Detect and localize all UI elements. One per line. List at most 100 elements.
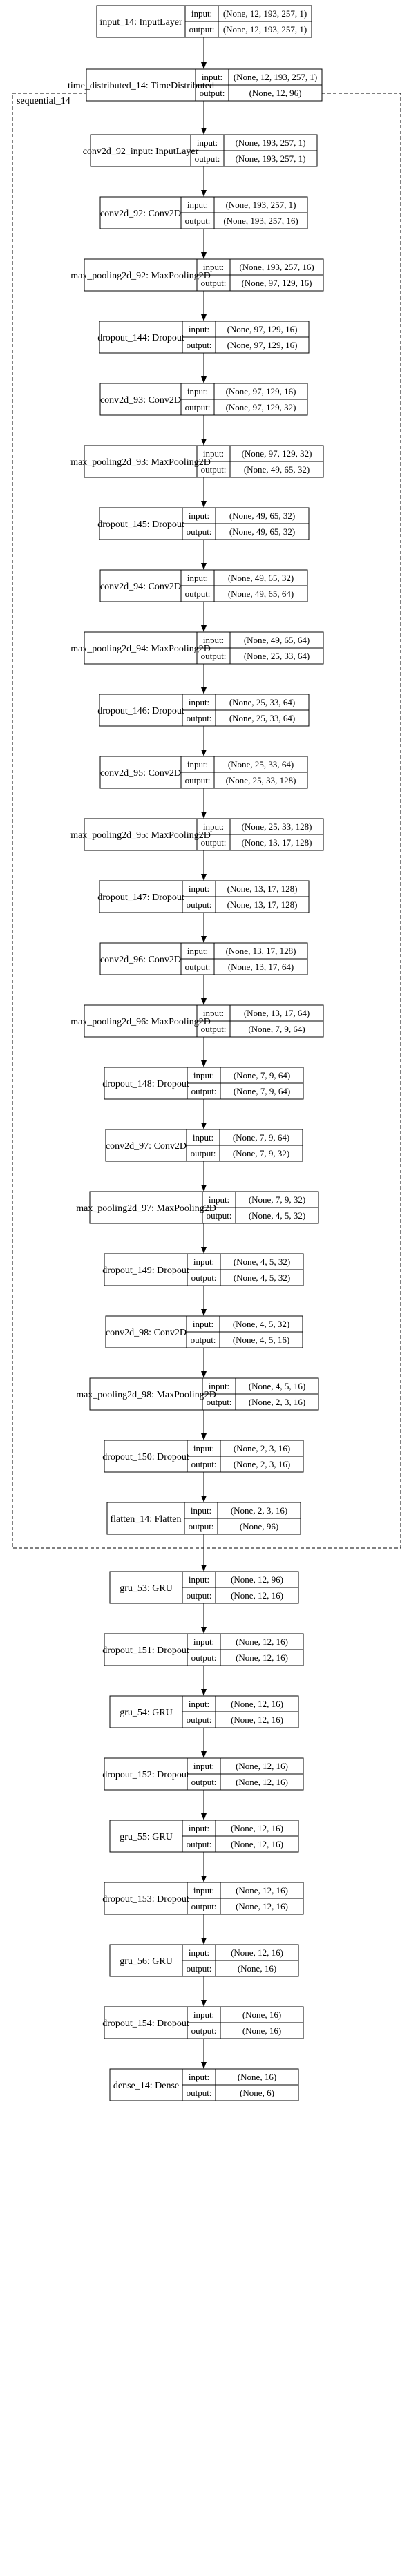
input-shape: (None, 13, 17, 64) — [244, 1008, 310, 1018]
output-label: output: — [191, 1148, 216, 1158]
output-label: output: — [191, 2025, 217, 2036]
layer-name: dropout_146: Dropout — [97, 706, 184, 716]
input-label: input: — [203, 1008, 224, 1018]
output-shape: (None, 2, 3, 16) — [249, 1397, 305, 1407]
input-shape: (None, 193, 257, 16) — [239, 262, 314, 272]
output-shape: (None, 12, 96) — [249, 88, 302, 98]
output-label: output: — [191, 1901, 217, 1911]
layer-name: gru_54: GRU — [120, 1708, 173, 1718]
input-shape: (None, 16) — [238, 2072, 276, 2082]
layer-node: dropout_148: Dropoutinput:output:(None, … — [102, 1067, 304, 1100]
output-label: output: — [191, 1086, 217, 1096]
layer-name: conv2d_92: Conv2D — [100, 209, 181, 219]
output-label: output: — [187, 526, 212, 537]
layer-node: dropout_152: Dropoutinput:output:(None, … — [102, 1757, 304, 1791]
output-label: output: — [195, 153, 220, 164]
input-label: input: — [193, 2010, 214, 2020]
output-shape: (None, 25, 33, 64) — [229, 713, 295, 723]
layer-name: conv2d_97: Conv2D — [106, 1141, 187, 1152]
layer-node: dropout_151: Dropoutinput:output:(None, … — [102, 1633, 304, 1666]
input-shape: (None, 25, 33, 64) — [228, 759, 294, 770]
input-label: input: — [203, 635, 224, 645]
output-label: output: — [185, 589, 211, 599]
layer-name: max_pooling2d_96: MaxPooling2D — [70, 1017, 211, 1027]
output-shape: (None, 49, 65, 32) — [244, 464, 310, 475]
input-label: input: — [189, 884, 209, 894]
input-shape: (None, 49, 65, 64) — [244, 635, 310, 645]
output-shape: (None, 13, 17, 128) — [227, 899, 298, 910]
input-shape: (None, 16) — [242, 2010, 281, 2020]
output-label: output: — [187, 713, 212, 723]
layer-name: max_pooling2d_93: MaxPooling2D — [70, 457, 211, 468]
output-label: output: — [187, 2088, 212, 2098]
output-shape: (None, 4, 5, 32) — [249, 1210, 305, 1221]
input-shape: (None, 12, 16) — [236, 1761, 288, 1771]
layer-name: max_pooling2d_95: MaxPooling2D — [70, 830, 211, 841]
output-label: output: — [187, 1590, 212, 1601]
input-label: input: — [203, 262, 224, 272]
output-label: output: — [187, 1963, 212, 1974]
input-shape: (None, 12, 16) — [236, 1885, 288, 1896]
output-label: output: — [185, 775, 211, 785]
output-shape: (None, 12, 16) — [236, 1652, 288, 1663]
layer-node: dropout_154: Dropoutinput:output:(None, … — [102, 2006, 304, 2039]
output-shape: (None, 13, 17, 128) — [242, 837, 312, 848]
input-label: input: — [187, 573, 208, 583]
layer-name: gru_56: GRU — [120, 1956, 173, 1967]
input-label: input: — [187, 759, 208, 770]
output-label: output: — [191, 1335, 216, 1345]
layer-name: dropout_151: Dropout — [102, 1645, 189, 1656]
output-shape: (None, 97, 129, 32) — [226, 402, 296, 412]
input-label: input: — [193, 1885, 214, 1896]
output-shape: (None, 49, 65, 64) — [228, 589, 294, 599]
input-shape: (None, 12, 96) — [231, 1574, 283, 1585]
input-label: input: — [209, 1194, 229, 1205]
input-shape: (None, 49, 65, 32) — [228, 573, 294, 583]
layer-name: max_pooling2d_92: MaxPooling2D — [70, 271, 211, 281]
layer-node: max_pooling2d_95: MaxPooling2Dinput:outp… — [70, 818, 324, 851]
input-label: input: — [189, 324, 209, 334]
output-label: output: — [201, 837, 227, 848]
output-shape: (None, 16) — [242, 2025, 281, 2036]
layer-node: max_pooling2d_94: MaxPooling2Dinput:outp… — [70, 631, 324, 665]
input-shape: (None, 7, 9, 32) — [249, 1194, 305, 1205]
input-shape: (None, 97, 129, 16) — [227, 324, 298, 334]
input-shape: (None, 13, 17, 128) — [226, 946, 296, 956]
layer-name: dropout_149: Dropout — [102, 1266, 189, 1276]
input-shape: (None, 12, 193, 257, 1) — [234, 72, 317, 82]
input-shape: (None, 97, 129, 32) — [242, 448, 312, 459]
input-shape: (None, 2, 3, 16) — [231, 1505, 287, 1516]
input-label: input: — [193, 1637, 214, 1647]
layer-node: dropout_145: Dropoutinput:output:(None, … — [97, 507, 310, 540]
output-shape: (None, 7, 9, 64) — [234, 1086, 290, 1096]
layer-name: max_pooling2d_97: MaxPooling2D — [76, 1203, 216, 1214]
output-shape: (None, 2, 3, 16) — [234, 1459, 290, 1469]
input-shape: (None, 97, 129, 16) — [226, 386, 296, 397]
output-label: output: — [201, 1024, 227, 1034]
output-label: output: — [187, 340, 212, 350]
layer-name: dropout_153: Dropout — [102, 1894, 189, 1905]
output-label: output: — [200, 88, 225, 98]
output-label: output: — [207, 1397, 232, 1407]
layer-name: conv2d_98: Conv2D — [106, 1328, 187, 1338]
input-label: input: — [189, 1823, 209, 1833]
output-label: output: — [201, 464, 227, 475]
output-shape: (None, 49, 65, 32) — [229, 526, 295, 537]
input-shape: (None, 12, 16) — [231, 1699, 283, 1709]
input-label: input: — [193, 1319, 213, 1329]
output-shape: (None, 12, 16) — [231, 1590, 283, 1601]
input-label: input: — [193, 1257, 214, 1267]
layer-name: dropout_148: Dropout — [102, 1079, 189, 1089]
layer-name: gru_55: GRU — [120, 1832, 173, 1842]
input-label: input: — [202, 72, 222, 82]
output-label: output: — [191, 1459, 217, 1469]
input-shape: (None, 25, 33, 64) — [229, 697, 295, 707]
output-label: output: — [201, 651, 227, 661]
layer-name: gru_53: GRU — [120, 1583, 173, 1594]
